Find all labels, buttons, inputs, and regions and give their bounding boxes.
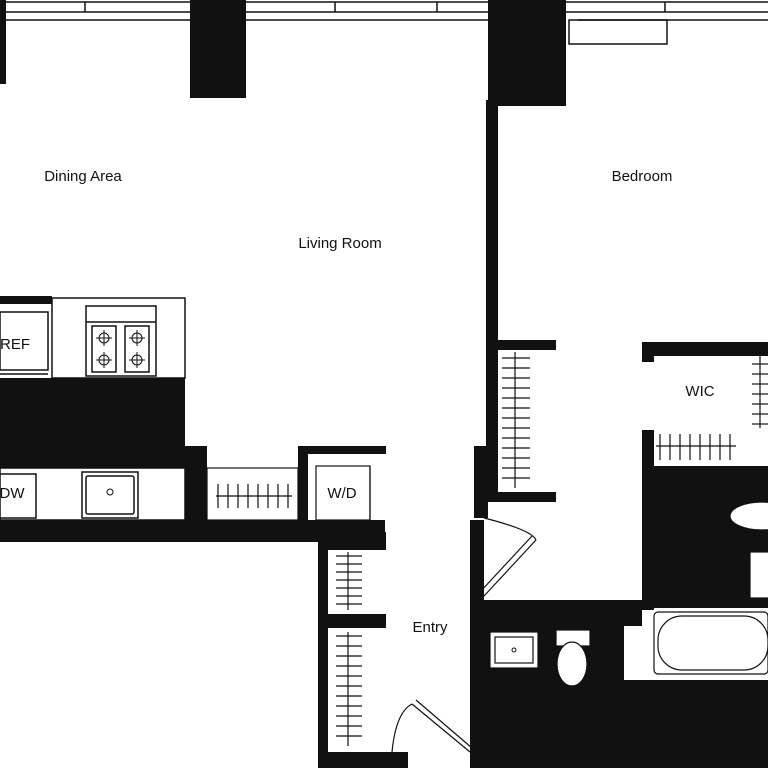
column-right (488, 0, 566, 106)
column-center (190, 0, 246, 98)
label-washer-dryer: W/D (327, 485, 356, 502)
window-wall-top (0, 1, 768, 45)
labels: Dining Area Living Room Bedroom Entry WI… (0, 168, 715, 636)
label-refrigerator: REF (0, 336, 30, 353)
sink-drain (106, 488, 114, 496)
doors (391, 517, 537, 753)
label-entry: Entry (412, 619, 448, 636)
refrigerator (0, 311, 49, 371)
column-left (0, 0, 6, 84)
kitchen (0, 297, 186, 521)
master-toilet (749, 551, 768, 599)
label-living-room: Living Room (298, 235, 381, 252)
label-wic: WIC (685, 383, 714, 400)
master-bath (652, 478, 768, 608)
label-dining-area: Dining Area (44, 168, 122, 185)
kitchen-counter-block (0, 378, 185, 468)
bedroom-living-wall (486, 100, 498, 346)
cooktop-burners (96, 330, 145, 368)
label-bedroom: Bedroom (612, 168, 673, 185)
closets (206, 352, 768, 746)
dishwasher (0, 473, 37, 519)
master-sink-bowl (729, 501, 768, 531)
master-bath-fixtures (653, 501, 768, 675)
powder-fixtures (489, 629, 591, 687)
powder-toilet-bowl (556, 641, 588, 687)
powder-sink-drain (511, 647, 517, 653)
label-dishwasher: DW (0, 485, 25, 502)
